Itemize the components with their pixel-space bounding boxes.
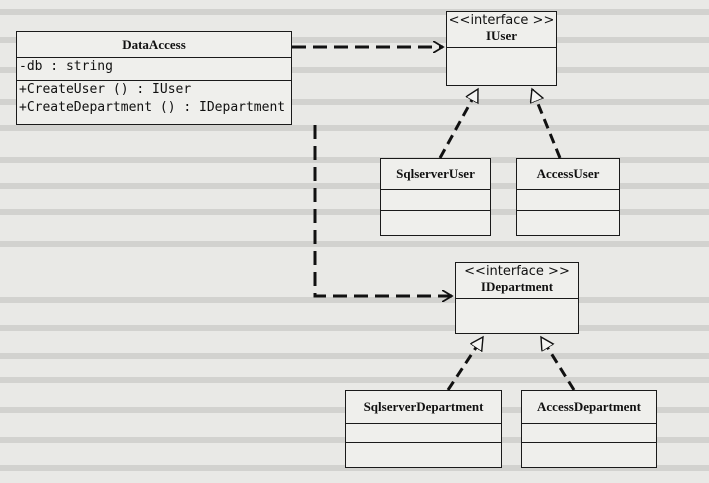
class-name: SqlserverDepartment (346, 391, 501, 424)
class-name: DataAccess (17, 32, 291, 58)
attributes-section: -db : string (17, 58, 291, 81)
class-data-access: DataAccess -db : string +CreateUser () :… (16, 31, 292, 125)
interface-idepartment: <<interface >> IDepartment (455, 262, 579, 334)
operation-create-department: +CreateDepartment () : IDepartment (19, 100, 286, 115)
interface-header: <<interface >> IDepartment (456, 263, 578, 299)
attributes-section (381, 190, 490, 211)
stereotype-label: <<interface >> (448, 13, 555, 28)
realization-sqlserver-department (446, 337, 485, 391)
class-sqlserver-department: SqlserverDepartment (345, 390, 502, 468)
realization-access-department (539, 337, 576, 391)
operation-create-user: +CreateUser () : IUser (19, 82, 192, 97)
class-name: AccessUser (517, 159, 619, 190)
operations-section: +CreateUser () : IUser +CreateDepartment… (17, 81, 291, 117)
class-sqlserver-user: SqlserverUser (380, 158, 491, 236)
attribute-db: -db : string (19, 59, 113, 74)
interface-name: IDepartment (480, 279, 554, 294)
dependency-arrow-idepartment (313, 125, 452, 296)
stereotype-label: <<interface >> (464, 264, 570, 279)
class-access-department: AccessDepartment (521, 390, 657, 468)
attributes-section (517, 190, 619, 211)
class-name: AccessDepartment (522, 391, 656, 424)
interface-name: IUser (485, 28, 518, 43)
interface-header: <<interface >> IUser (447, 12, 556, 48)
attributes-section (522, 424, 656, 443)
realization-access-user (532, 89, 562, 159)
class-name: SqlserverUser (381, 159, 490, 190)
interface-iuser: <<interface >> IUser (446, 11, 557, 86)
realization-sqlserver-user (438, 89, 480, 159)
attributes-section (346, 424, 501, 443)
class-access-user: AccessUser (516, 158, 620, 236)
